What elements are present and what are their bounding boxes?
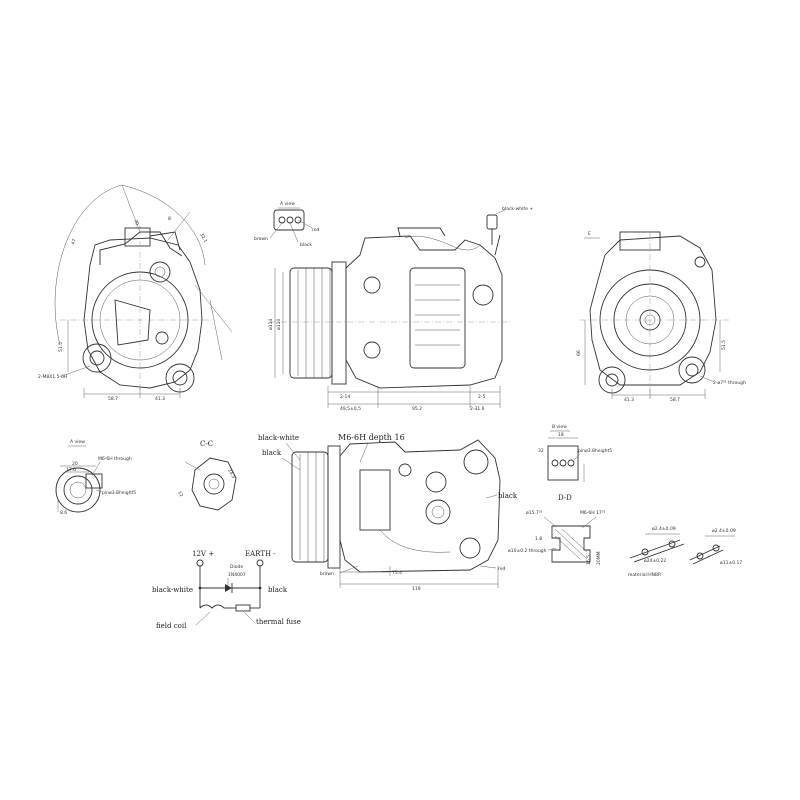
- right-end-view: E 41.3 58.7 66 51.5 2-ø7⁰¹ through: [576, 231, 746, 403]
- hole-15-7-label: ø15.7⁰¹: [526, 510, 543, 516]
- o-ring-4-dim: ø11±0.17: [720, 560, 742, 566]
- brown-bottom-label: brown: [320, 571, 334, 577]
- dim-2-31-6: 2-31.6: [470, 406, 485, 412]
- section-cc: C-C 24.5 12: [176, 440, 237, 511]
- bottom-side-view: black-white black M6-6H depth 16 black b…: [258, 433, 518, 592]
- dim-2-5: 2-5: [478, 394, 485, 400]
- dim-32: 32: [538, 448, 544, 454]
- field-coil-label: field coil: [156, 622, 187, 630]
- a-view-label: A view: [280, 201, 295, 207]
- o-ring-1-dim: ø2.4±0.09: [652, 526, 676, 532]
- red-wire: red: [312, 227, 320, 233]
- e-mark: E: [588, 231, 591, 237]
- dim-30-7: 30.7: [132, 219, 141, 231]
- b-view-right-label: B view: [552, 424, 567, 430]
- dim-8-6: 8.6: [60, 510, 67, 516]
- wire-ref: 20MM: [596, 551, 602, 565]
- material-label: material:HNBR: [628, 572, 661, 578]
- o-ring-3-dim: ø24±0.22: [644, 558, 666, 564]
- dim-41-3-right: 41.3: [624, 397, 634, 403]
- dim-8: 8: [168, 216, 171, 222]
- dim-32-1: 32.1: [198, 232, 208, 244]
- dim-12: 12: [176, 490, 184, 498]
- dim-41-3-left: 41.3: [155, 396, 165, 402]
- black-label: black: [262, 449, 282, 457]
- side-view: black-white + ø114 ø110 2-14 49.5±0.5 95…: [268, 206, 533, 412]
- m6-through-label: M6-6H through: [98, 456, 132, 462]
- diode-label: Diode: [230, 564, 243, 570]
- dim-17-6: 17.6: [66, 467, 76, 473]
- connector-detail-view: A view 17.6 20 M6-6H through pinø3.8heig…: [55, 439, 136, 516]
- black-white-plus-label: black-white +: [502, 206, 533, 212]
- dim-95-2: 95.2: [412, 406, 422, 412]
- b-view-label: A view: [70, 439, 85, 445]
- thermal-fuse-label: thermal fuse: [256, 618, 301, 626]
- dim-2-14: 2-14: [340, 394, 350, 400]
- m8-thread-label: 2-M8X1.5-6H: [38, 374, 67, 380]
- dim-114: ø114: [268, 319, 274, 330]
- brown-wire: brown: [254, 236, 268, 242]
- dim-24-5: 24.5: [226, 468, 236, 480]
- black-white-circuit-label: black-white: [152, 586, 193, 594]
- pin-height-label: pinø3.8height5: [102, 490, 136, 496]
- section-cc-label: C-C: [200, 440, 213, 448]
- connector-a-view: A view brown black red: [254, 201, 320, 248]
- dim-75-4: 75.4: [392, 570, 402, 576]
- section-dd: D-D ø15.7⁰¹ M6-6H 17⁰¹ 1.8 16.5 20MM ø10…: [508, 494, 606, 565]
- dim-18: 18: [558, 432, 564, 438]
- dim-1-8: 1.8: [535, 536, 542, 542]
- dim-51-5-left: 51.5: [58, 342, 64, 352]
- black-right-label: black: [498, 492, 518, 500]
- dim-16-5: 16.5: [586, 555, 592, 565]
- left-end-view: 58.7 41.3 51.5 30.7 8 32.1 47 2-M8X1.5-6…: [38, 184, 233, 402]
- m6-6h-label: M6-6H 17⁰¹: [580, 510, 606, 516]
- o-ring-details: ø2.4±0.09 ø2.4±0.09 ø24±0.22 ø11±0.17 ma…: [628, 526, 742, 578]
- black-circuit-label: black: [268, 586, 288, 594]
- earth-label: EARTH -: [245, 550, 276, 558]
- dim-47: 47: [70, 238, 78, 246]
- red-bottom-label: red: [498, 566, 506, 572]
- o-ring-2-dim: ø2.4±0.09: [712, 528, 736, 534]
- b-view: B view 18 32 pinø3.8height5: [538, 424, 612, 482]
- black-white-label: black-white: [258, 434, 299, 442]
- diode-model-label: 1N4007: [228, 572, 246, 578]
- through-hole-right: 2-ø7⁰¹ through: [713, 380, 746, 386]
- dim-58-7-right: 58.7: [670, 397, 680, 403]
- section-dd-label: D-D: [558, 494, 572, 502]
- dim-51-5-right: 51.5: [721, 340, 727, 350]
- dim-66: 66: [576, 350, 582, 356]
- m6-depth-label: M6-6H depth 16: [338, 433, 405, 442]
- wiring-circuit: 12V + EARTH - Diode 1N4007 black-white b…: [152, 550, 301, 630]
- dim-20: 20: [72, 461, 78, 467]
- hole-10-label: ø10±0.2 through: [508, 548, 547, 554]
- dim-110: ø110: [276, 319, 282, 330]
- dim-49-5: 49.5±0.5: [340, 406, 361, 412]
- black-wire: black: [300, 242, 312, 248]
- 12v-label: 12V +: [192, 550, 214, 558]
- pin-height-right-label: pinø3.8height5: [578, 448, 612, 454]
- dim-58-7-left: 58.7: [108, 396, 118, 402]
- dim-119: 119: [412, 586, 421, 592]
